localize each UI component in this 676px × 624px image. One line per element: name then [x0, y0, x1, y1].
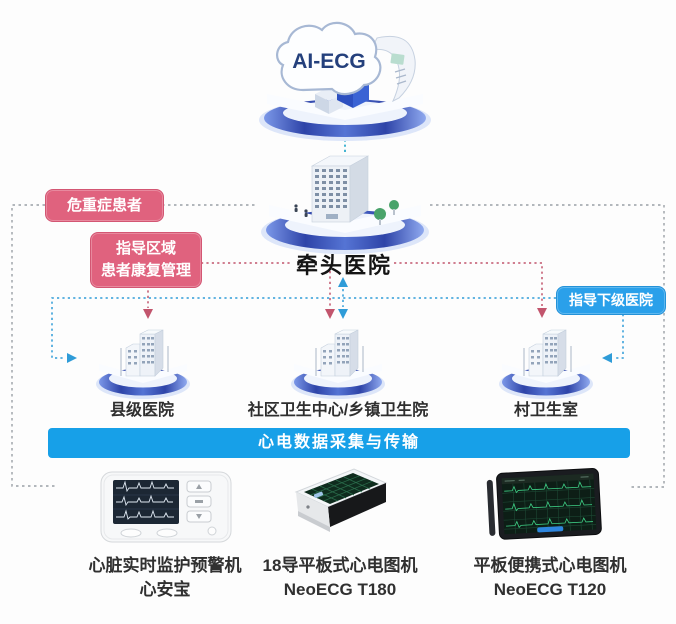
device-name-line2: 心安宝 — [139, 580, 191, 600]
cloud-label: AI-ECG — [292, 50, 366, 73]
village-clinic-label: 村卫生室 — [513, 402, 578, 419]
community-health-center-icon — [291, 329, 385, 399]
rehab-guidance-line1: 指导区域 — [115, 240, 176, 257]
device-name-line2: NeoECG T180 — [283, 580, 397, 600]
rehab-guidance-badge: 指导区域 患者康复管理 — [90, 232, 202, 288]
ecg-data-banner: 心电数据采集与传输 — [48, 428, 630, 458]
ai-ecg-cloud-icon: AI-ECG — [259, 21, 431, 141]
arrow-left-icon — [602, 353, 612, 363]
arrow-down-icon — [143, 309, 153, 319]
people-icon — [294, 204, 308, 217]
device-t120-label: 平板便携式心电图机 NeoECG T120 — [445, 554, 655, 602]
arrow-down-icon — [537, 308, 547, 318]
tablet-ecg-machine-icon — [486, 468, 602, 540]
hospital-building-icon — [120, 329, 169, 377]
tree-icon — [374, 200, 399, 225]
arrow-up-icon — [338, 277, 348, 287]
arrow-down-icon — [325, 309, 335, 319]
hospital-building-icon — [315, 329, 364, 377]
device-name-line1: 18导平板式心电图机 — [262, 556, 418, 575]
desktop-ecg-machine-icon — [294, 468, 388, 532]
lead-hospital-label: 牵头医院 — [295, 253, 392, 278]
village-clinic-icon — [499, 329, 593, 399]
guide-lower-hospital-lines — [51, 277, 624, 363]
critical-patient-loop-line — [11, 204, 665, 488]
device-name-line1: 平板便携式心电图机 — [473, 556, 627, 575]
rehab-guidance-lines — [143, 262, 547, 319]
handheld-ecg-monitor-icon — [100, 471, 232, 543]
community-health-center-label: 社区卫生中心/乡镇卫生院 — [247, 402, 429, 419]
guide-lower-hospital-badge: 指导下级医院 — [556, 286, 666, 315]
critical-patients-badge: 危重症患者 — [45, 189, 164, 222]
county-hospital-label: 县级医院 — [109, 402, 174, 419]
ecg-data-banner-label: 心电数据采集与传输 — [257, 434, 420, 451]
hospital-building-icon — [523, 329, 572, 377]
arrow-right-icon — [67, 353, 77, 363]
curved-screen-icon — [370, 35, 416, 103]
rehab-guidance-line2: 患者康复管理 — [100, 261, 191, 279]
device-t180-label: 18导平板式心电图机 NeoECG T180 — [235, 554, 445, 602]
device-name-line1: 心脏实时监护预警机 — [88, 556, 242, 575]
guide-lower-hospital-label: 指导下级医院 — [569, 292, 653, 308]
device-cardiac-monitor-label: 心脏实时监护预警机 心安宝 — [60, 554, 270, 602]
device-buttons-icon — [120, 480, 217, 538]
device-name-line2: NeoECG T120 — [493, 580, 607, 600]
county-hospital-icon — [96, 329, 190, 399]
arrow-down-icon — [338, 309, 348, 319]
critical-patients-label: 危重症患者 — [66, 197, 142, 214]
lead-hospital-icon — [261, 155, 429, 254]
hospital-building-icon — [294, 155, 399, 225]
